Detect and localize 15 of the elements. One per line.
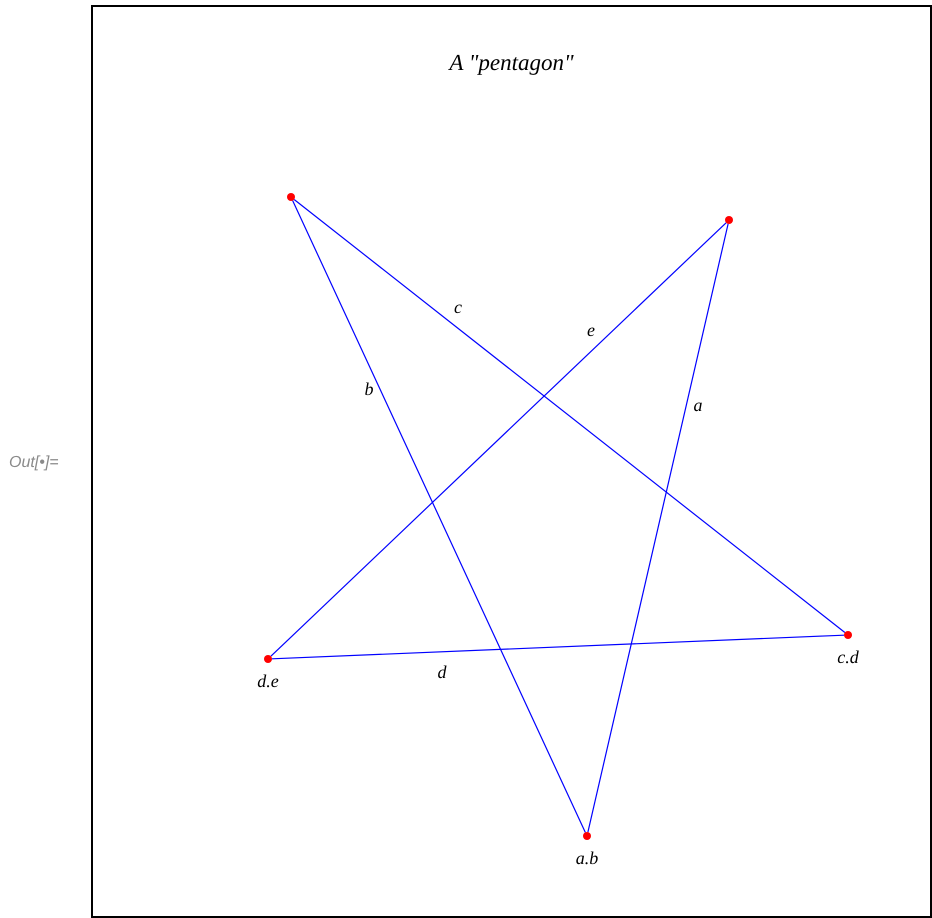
edge-line: [270, 222, 727, 657]
edge-label: b: [364, 380, 374, 398]
edge-line: [272, 634, 844, 660]
edge-line: [292, 200, 586, 833]
edge-line: [587, 224, 729, 832]
edge-label: d: [438, 663, 446, 681]
chart-title: A "pentagon": [447, 49, 575, 77]
edge-line: [294, 199, 846, 633]
edge-label: c: [454, 298, 462, 316]
vertex-label: d.e: [257, 672, 279, 690]
edge-label: e: [587, 321, 595, 339]
edge-label: a: [694, 396, 702, 414]
output-prompt: Out[•]=: [9, 453, 59, 473]
vertex-label: a.b: [576, 849, 598, 867]
vertex-label: c.d: [837, 648, 859, 666]
